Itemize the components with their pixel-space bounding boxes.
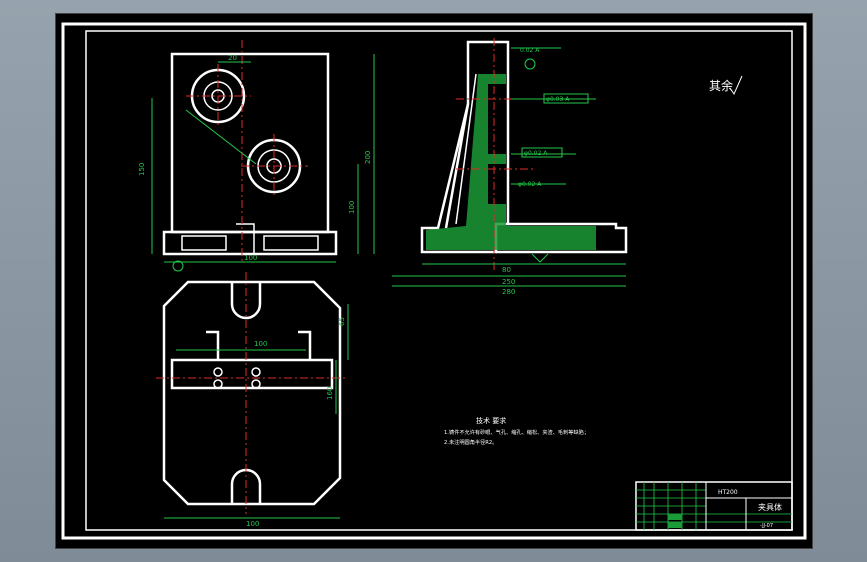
dim-plan-height: 160 [326, 387, 334, 400]
dim-front-total: 200 [364, 151, 372, 164]
side-dim-labels: 80 250 280 [502, 266, 515, 296]
front-dimensions [151, 54, 375, 272]
title-block: HT200 夹具体 -JJ-07 [635, 481, 793, 531]
dim-front-height: 150 [138, 163, 146, 176]
drawing-canvas: 20 150 200 100 100 [61, 22, 807, 540]
callout-3: φ0.02 A [518, 181, 542, 188]
finish-note: 其余 [709, 78, 733, 93]
drawing-sheet: 20 150 200 100 100 [55, 13, 813, 549]
tech-line-1: 1.铸件不允许有砂眼、气孔、缩孔、缩松、夹渣、毛刺等缺陷； [444, 428, 589, 436]
callout-2: φ0.02 A [524, 150, 548, 157]
plan-holes [213, 367, 261, 389]
dim-plan-mid: 100 [254, 340, 267, 348]
roughness-mark [729, 75, 743, 96]
material: HT200 [718, 489, 738, 496]
plan-centerlines [156, 272, 348, 514]
front-view [162, 52, 338, 256]
callout-1: φ0.03 A [546, 96, 570, 103]
side-view [420, 40, 628, 254]
outer-border [61, 22, 807, 540]
front-centerlines [186, 40, 308, 264]
dim-side-inner: 80 [502, 266, 511, 274]
callout-4: 0.02 A [520, 47, 540, 54]
side-hatch [426, 74, 596, 250]
part-name: 夹具体 [758, 502, 782, 512]
dim-front-base: 100 [244, 254, 257, 262]
drawing-number: -JJ-07 [760, 523, 773, 529]
tech-title: 技术 要求 [476, 416, 506, 425]
inner-border [85, 30, 793, 531]
dim-plan-top: 65 [338, 317, 346, 326]
side-callout-labels: φ0.03 A φ0.02 A φ0.02 A 0.02 A [518, 47, 570, 188]
dim-front-top: 20 [228, 54, 237, 62]
dim-side-total: 280 [502, 288, 515, 296]
plan-view [162, 280, 342, 506]
dim-side-mid: 250 [502, 278, 515, 286]
dim-front-inner: 100 [348, 201, 356, 214]
tech-requirements: 技术 要求 1.铸件不允许有砂眼、气孔、缩孔、缩松、夹渣、毛刺等缺陷； 2.未注… [444, 416, 589, 446]
tech-line-2: 2.未注明圆角半径R2。 [444, 438, 497, 446]
side-dimensions [392, 47, 626, 287]
dim-plan-width: 100 [246, 520, 259, 528]
plan-dim-labels: 65 100 160 100 [246, 317, 346, 528]
plan-dimensions [164, 304, 349, 519]
front-dim-labels: 20 150 200 100 100 [138, 54, 372, 262]
